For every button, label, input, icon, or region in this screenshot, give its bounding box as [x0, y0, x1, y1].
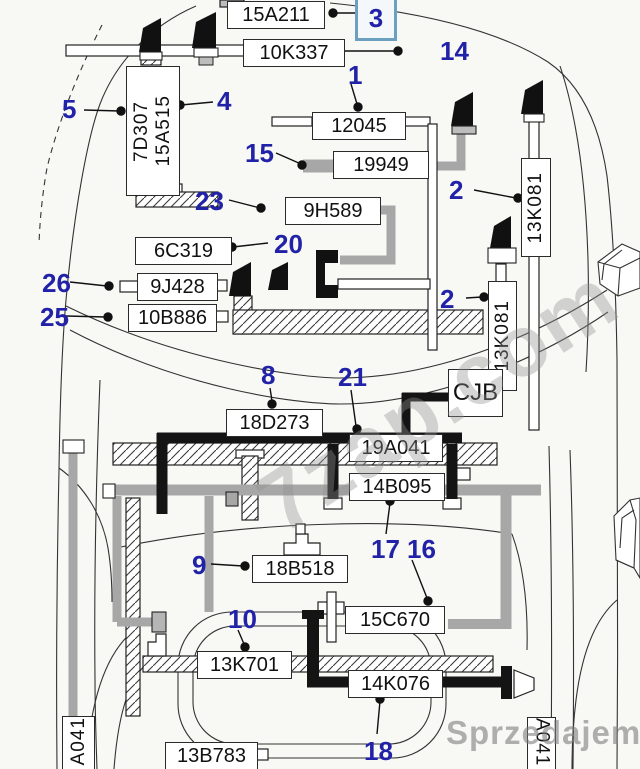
callout-3-highlighted: 3	[355, 0, 397, 41]
callout-26: 26	[42, 268, 71, 298]
callout-25: 25	[40, 302, 69, 332]
callout-2-upper: 2	[449, 175, 464, 205]
callout-15: 15	[245, 138, 274, 168]
part-label-13K701: 13K701	[197, 651, 292, 679]
part-label-14K076: 14K076	[348, 670, 443, 698]
part-label-13K081-upper: 13K081	[521, 158, 551, 257]
flag-icon	[192, 12, 219, 66]
part-label-18D273: 18D273	[226, 409, 323, 437]
flag-icon	[268, 262, 288, 290]
part-label-CJB: CJB	[448, 369, 503, 417]
part-label-10K337: 10K337	[243, 39, 345, 67]
part-label-13B783: 13B783	[165, 742, 258, 769]
flag-connectors	[139, 12, 545, 298]
callout-23: 23	[195, 186, 224, 216]
callout-21: 21	[338, 362, 367, 392]
part-label-9H589: 9H589	[285, 197, 381, 225]
part-label-A041-right: A041	[527, 717, 556, 769]
callout-17: 17	[371, 534, 400, 564]
connector-3d-icon-upper	[597, 243, 640, 297]
part-label-15A211: 15A211	[227, 1, 325, 29]
callout-8: 8	[261, 360, 276, 390]
part-code: 13K081	[491, 300, 513, 372]
flag-icon	[139, 18, 163, 61]
part-label-10B886: 10B886	[128, 304, 217, 332]
flag-icon	[229, 262, 251, 296]
callout-9: 9	[192, 550, 207, 580]
part-label-9J428: 9J428	[137, 273, 218, 301]
gray-wire-caps	[62, 439, 239, 633]
harness-junction-bracket	[316, 250, 338, 298]
callout-14: 14	[440, 36, 469, 66]
part-label-14B095: 14B095	[349, 473, 445, 501]
flag-icon	[451, 92, 477, 135]
part-code: A041	[67, 717, 89, 766]
part-label-A041-left: A041	[62, 716, 95, 769]
callout-20: 20	[274, 229, 303, 259]
part-label-12045: 12045	[312, 112, 406, 140]
callout-number: 3	[368, 2, 384, 33]
part-code: 15A515	[153, 95, 174, 167]
part-code: 13K081	[525, 171, 546, 244]
part-label-19A041: 19A041	[349, 434, 443, 462]
black-wire-caps	[302, 610, 512, 699]
part-label-6C319: 6C319	[135, 237, 232, 265]
callout-2-lower: 2	[440, 284, 455, 314]
part-label-7D307-15A515: 7D307 15A515	[126, 66, 180, 196]
callout-10: 10	[228, 604, 257, 634]
part-label-15C670: 15C670	[345, 606, 445, 634]
gray-wires	[68, 134, 541, 718]
part-code: 7D307	[131, 100, 152, 162]
part-label-19949: 19949	[333, 151, 429, 179]
callout-1: 1	[348, 60, 363, 90]
connector-3d-icon-lower	[613, 497, 640, 580]
callout-5: 5	[62, 94, 77, 124]
flag-icon	[521, 80, 545, 123]
callout-16: 16	[407, 534, 436, 564]
part-label-18B518: 18B518	[252, 555, 348, 583]
callout-4: 4	[217, 86, 232, 116]
flag-icon	[487, 216, 517, 264]
callout-18: 18	[364, 736, 393, 766]
part-code: A041	[531, 718, 553, 767]
